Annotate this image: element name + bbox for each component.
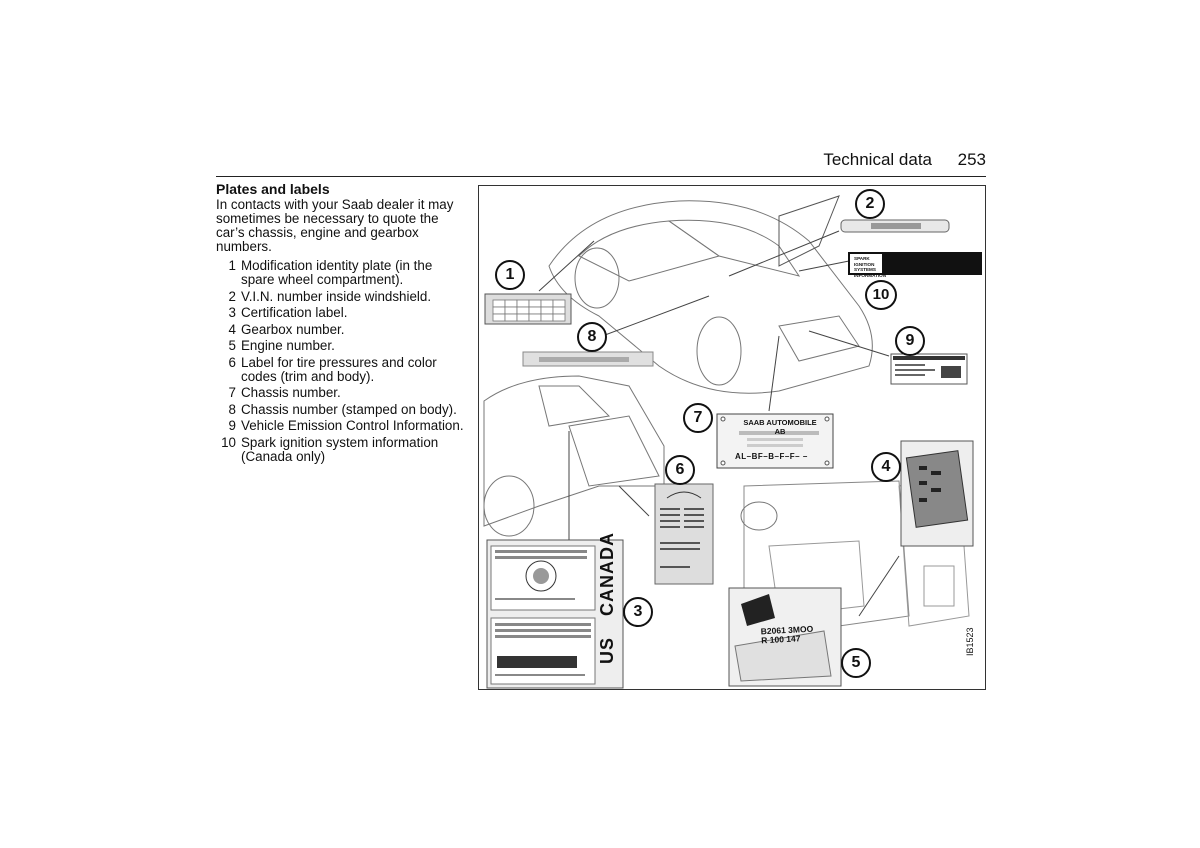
section-heading: Plates and labels bbox=[216, 181, 330, 197]
item-number: 10 bbox=[221, 434, 236, 450]
text-column: Plates and labels In contacts with your … bbox=[216, 182, 466, 466]
item-text: Label for tire pressures and color codes… bbox=[241, 354, 437, 384]
item-number: 7 bbox=[228, 385, 236, 400]
item-text: Chassis number (stamped on body). bbox=[241, 401, 457, 417]
saab-plate-code: AL–BF–B–F–F– – bbox=[735, 452, 808, 461]
list-item: 6 Label for tire pressures and color code… bbox=[216, 354, 466, 384]
callout-9: 9 bbox=[895, 326, 925, 356]
certification-labels bbox=[486, 539, 624, 689]
figure-illustration bbox=[483, 195, 982, 689]
header-title: Technical data bbox=[823, 150, 932, 169]
saab-chassis-plate bbox=[716, 413, 834, 469]
list-item: 3 Certification label. bbox=[216, 306, 466, 320]
callout-6: 6 bbox=[665, 455, 695, 485]
plates-list: 1 Modification identity plate (in the spa… bbox=[216, 259, 466, 464]
list-item: 9 Vehicle Emission Control Information. bbox=[216, 419, 466, 433]
callout-4: 4 bbox=[871, 452, 901, 482]
us-label: US bbox=[597, 636, 617, 664]
callout-8: 8 bbox=[577, 322, 607, 352]
tire-pressure-label bbox=[654, 483, 714, 585]
callout-10: 10 bbox=[865, 280, 897, 310]
header-rule bbox=[216, 176, 986, 177]
item-text: Vehicle Emission Control Information. bbox=[241, 418, 464, 433]
item-number: 9 bbox=[228, 418, 236, 433]
list-item: 1 Modification identity plate (in the spa… bbox=[216, 259, 466, 287]
list-item: 8 Chassis number (stamped on body). bbox=[216, 401, 466, 417]
emission-label bbox=[890, 353, 968, 385]
callout-2: 2 bbox=[855, 189, 885, 219]
modification-plate bbox=[484, 293, 572, 325]
spark-label-text: SPARK IGNITION SYSTEMS INFORMATION bbox=[854, 256, 887, 278]
engine-stamp: B2061 3MOO R 100 147 bbox=[760, 623, 814, 646]
item-text: Chassis number. bbox=[241, 385, 341, 400]
plates-figure: 1 2 3 4 5 6 7 8 9 10 SAAB AUTOMOBILE AB … bbox=[478, 185, 986, 690]
item-number: 1 bbox=[228, 258, 236, 273]
list-item: 4 Gearbox number. bbox=[216, 321, 466, 337]
item-text: Certification label. bbox=[241, 305, 348, 320]
callout-1: 1 bbox=[495, 260, 525, 290]
list-item: 7 Chassis number. bbox=[216, 386, 466, 400]
list-item: 2 V.I.N. number inside windshield. bbox=[216, 288, 466, 304]
item-number: 8 bbox=[228, 401, 236, 417]
item-number: 5 bbox=[228, 338, 236, 353]
item-text: Spark ignition system information (Canad… bbox=[241, 434, 439, 464]
callout-3: 3 bbox=[623, 597, 653, 627]
item-number: 3 bbox=[228, 305, 236, 320]
list-item: 10 Spark ignition system information (Can… bbox=[216, 434, 466, 464]
item-number: 4 bbox=[228, 321, 236, 337]
item-number: 6 bbox=[228, 354, 236, 370]
gearbox-inset bbox=[900, 440, 974, 547]
page-number: 253 bbox=[957, 150, 986, 169]
item-text: Modification identity plate (in the spar… bbox=[241, 258, 433, 287]
engine-number-inset bbox=[728, 587, 842, 687]
item-text: V.I.N. number inside windshield. bbox=[241, 288, 432, 304]
item-number: 2 bbox=[228, 288, 236, 304]
stamped-chassis-strip bbox=[522, 351, 654, 367]
intro-paragraph: In contacts with your Saab dealer it may… bbox=[216, 197, 454, 254]
vin-strip bbox=[840, 219, 950, 233]
item-text: Gearbox number. bbox=[241, 321, 345, 337]
saab-plate-title: SAAB AUTOMOBILE AB bbox=[743, 418, 817, 436]
canada-label: CANADA bbox=[597, 532, 617, 616]
figure-code: IB1523 bbox=[965, 627, 975, 656]
callout-5: 5 bbox=[841, 648, 871, 678]
item-text: Engine number. bbox=[241, 338, 335, 353]
callout-7: 7 bbox=[683, 403, 713, 433]
list-item: 5 Engine number. bbox=[216, 339, 466, 353]
